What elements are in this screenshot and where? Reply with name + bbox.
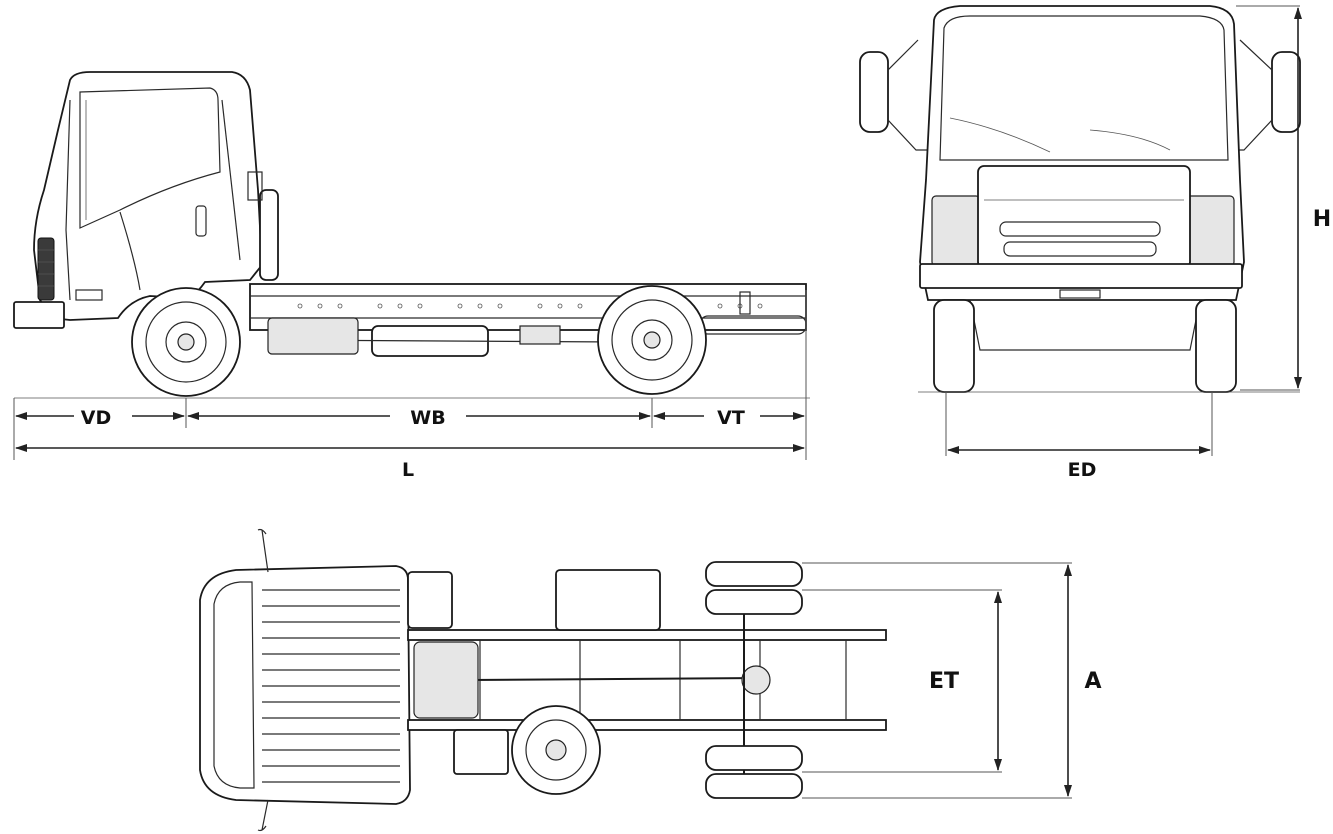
front-wheel <box>131 287 241 397</box>
top-view: ET A <box>199 528 1102 832</box>
cab <box>33 71 263 321</box>
cab-roof <box>199 565 411 805</box>
left-mirror <box>859 51 889 133</box>
overall-width-label: A <box>1084 669 1101 694</box>
right-mirror <box>1271 51 1301 133</box>
front-track-label: ED <box>1068 459 1097 481</box>
rear-tire-inner-bottom <box>705 745 803 771</box>
right-rail <box>407 719 887 731</box>
front-overhang-label: VD <box>81 407 111 429</box>
rear-wheel <box>597 285 707 395</box>
side-view: VD WB VT L <box>13 71 810 481</box>
front-left-tire <box>933 299 975 393</box>
rear-tire-outer-top <box>705 561 803 587</box>
rear-track-label: ET <box>929 669 959 694</box>
front-right-tire <box>1195 299 1237 393</box>
front-view: H ED <box>859 5 1331 481</box>
wheelbase-label: WB <box>410 407 445 429</box>
tank-top <box>555 569 661 631</box>
rear-overhang-label: VT <box>717 407 745 429</box>
rear-tire-outer-bottom <box>705 773 803 799</box>
rear-tire-inner-top <box>705 589 803 615</box>
height-label: H <box>1313 207 1331 232</box>
left-rail <box>407 629 887 641</box>
overall-length-label: L <box>402 459 414 481</box>
